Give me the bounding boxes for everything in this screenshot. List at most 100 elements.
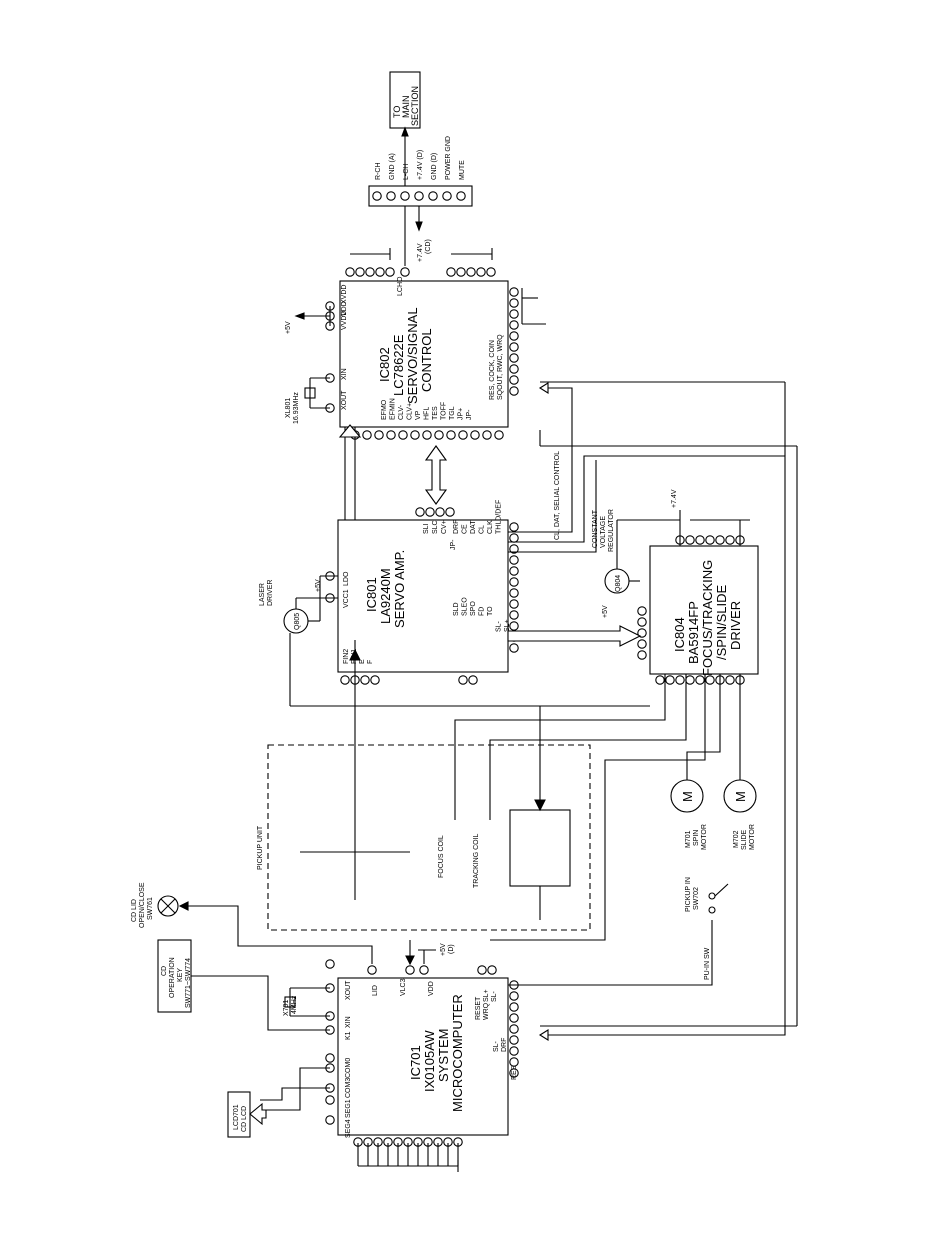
ic802-pin-label: HFL [424,407,431,420]
ic801-pin-label: SLC [432,520,439,534]
ic801-pin-label: E [359,659,366,664]
ic701-top-pin [477,965,487,975]
ic701-pin-label: XIN [345,1016,352,1028]
ic801-right-pin [509,566,519,576]
ic802-pin-label: JP+ [458,408,465,420]
ic802-top-pin [385,267,395,277]
connector-pin [428,191,438,201]
ic801-pin-label: FD [479,607,486,616]
q804-name: Q804 [615,575,622,592]
ic802-right-pin [509,320,519,330]
ic701-bottom-pin [433,1137,443,1147]
q804-l2: VOLTAGE [600,516,607,548]
ic801-pin-label: SL+ [504,619,511,632]
ic802-pin-label: EFMIN [390,398,397,420]
ic701-bottom-pin [373,1137,383,1147]
ic701-top-pin [487,965,497,975]
ic802-top-pin [355,267,365,277]
ic701-right-pin [509,1024,519,1034]
ic701-pin-label: SL- [491,990,498,1002]
ic701-plus5: +5V [440,943,447,956]
ic801-part: LA9240M [378,568,393,624]
pickup-unit-box [267,744,591,931]
xl801-name: XL801 [285,398,292,418]
ic802-bottom-pin [494,430,504,440]
ic801-pin-label: FIN2 [343,649,350,664]
ic801-pin-label: THLD/DEF [496,500,503,534]
ic701-bottom-pin [393,1137,403,1147]
ic802-top-pin [476,267,486,277]
ic801-pin-label: LDO [343,571,350,586]
ic701-bottom-pin [413,1137,423,1147]
ic801-pin-label: CL [479,525,486,534]
ic804-name: IC804 [672,617,687,652]
ic801-pin-label: VCC1 [343,589,350,608]
ic801-pin-label: SL- [496,620,503,632]
ic801-bottom-pin [468,675,478,685]
ic802-top-label: VVDD [341,311,348,330]
ic804-top-pin [685,535,695,545]
ic802-right-pin [509,375,519,385]
ic801-name: IC801 [364,577,379,612]
ic802-bottom-pin [470,430,480,440]
ic701-pin-label: SEG1 [345,1099,352,1118]
ic701-pin-label: SL- [493,1040,500,1052]
ic701-bottom-pin [443,1137,453,1147]
ic802-pin-label: EFMO [381,399,388,420]
ic701-right-pin [509,1002,519,1012]
m701-l2: SPIN [693,830,700,846]
ic802-right-pin [509,386,519,396]
ic701-right-pin [509,1046,519,1056]
ic802-bottom-pin [434,430,444,440]
ic802-top-pin [446,267,456,277]
ic804-top-pin [715,535,725,545]
ic802-top-pin [365,267,375,277]
ic804-box [649,545,759,675]
ic802-right-1: RES, COCK, COIN [489,340,496,400]
ic804-left-pin [637,628,647,638]
keys-l1: CD [161,966,168,976]
ic801-right-pin [509,533,519,543]
ic801-pin-label: CE [462,524,469,534]
ic801-right-pin [509,522,519,532]
keys-l4: SW771~SW774 [185,958,192,1008]
ic701-plus5d: (D) [448,944,455,954]
connector-label: MUTE [459,160,466,180]
ic802-bottom-pin [458,430,468,440]
ic804-func1: FOCUS/TRACKING [700,560,715,676]
connector-label: GND (D) [431,153,438,180]
ic802-top-pin [375,267,385,277]
ic802-bottom-pin [446,430,456,440]
main-connector [368,185,473,207]
ic802-name: IC802 [377,347,392,382]
ic701-right-pin [509,991,519,1001]
ic701-right-pin [509,1013,519,1023]
ic802-lcho-pin [400,267,410,277]
ic802-top-label: LCHO [397,276,404,296]
ic701-left-pin [325,1115,335,1125]
ic802-right-pin [509,331,519,341]
connector-pin [400,191,410,201]
ic804-bottom-pin [655,675,665,685]
ic701-left-pin [325,1095,335,1105]
ic802-top-label: XVDD [341,285,348,304]
ic802-74v: +7.4V [417,243,424,262]
ic802-top-label: VDD [341,301,348,316]
ic701-bottom-pin [383,1137,393,1147]
ic804-part: BA5914FP [686,601,701,664]
connector-label: GND (A) [389,153,396,180]
ic701-pin-label: COM3 [345,1078,352,1098]
ic801-top-pin [445,507,455,517]
ic804-left-pin [637,617,647,627]
sw702-l2: SW702 [693,887,700,910]
ic701-pin-label: COM0 [345,1058,352,1078]
ic801-pin-label: F [367,660,374,664]
ic701-right-pin [509,1057,519,1067]
ic701-bottom-pin [423,1137,433,1147]
ic801-right-pin [509,599,519,609]
q804-l3: REGULATOR [608,509,615,552]
ic804-bottom-pin [685,675,695,685]
ic804-func3: DRIVER [728,601,743,650]
